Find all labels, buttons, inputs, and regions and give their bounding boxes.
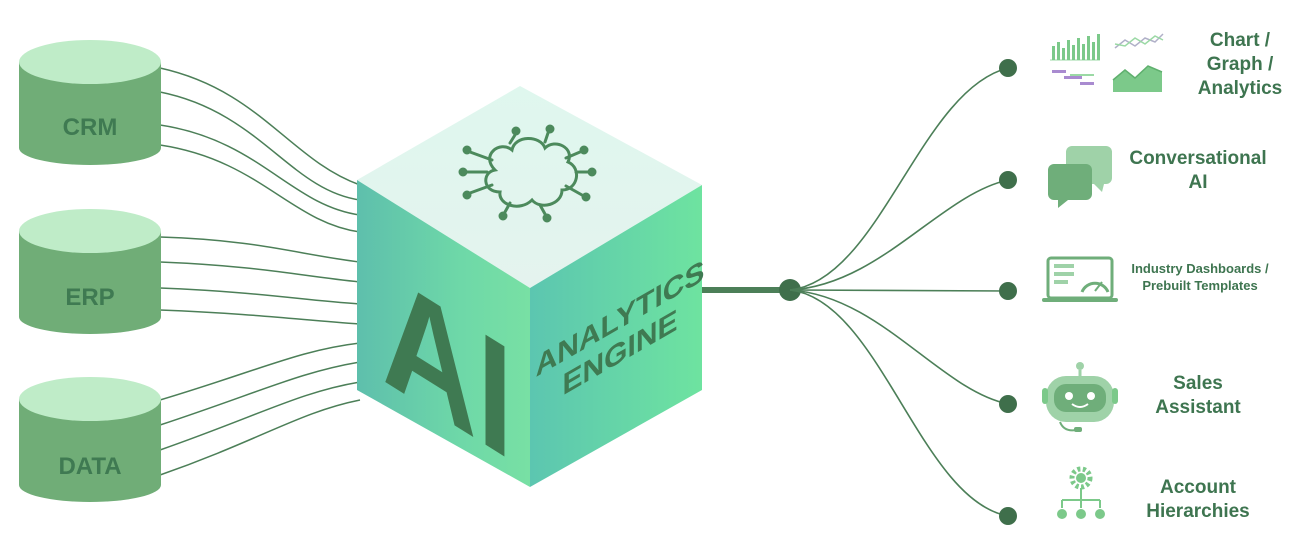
connector-line [159,67,361,186]
connector-line [159,261,361,283]
branch-node [999,395,1017,413]
cube-right-face [530,185,702,487]
branch-line [789,289,1009,405]
output-sales-assistant: Sales Assistant [1042,362,1241,432]
output-label-line: Account [1160,477,1237,498]
output-label-line: Prebuilt Templates [1142,278,1257,293]
output-label-line: Sales [1173,373,1223,394]
connector-line [159,236,361,263]
output-label-line: Assistant [1155,397,1241,418]
cube-front-face [357,180,530,487]
output-label-line: AI [1189,172,1208,193]
connector-line [159,309,361,325]
branch-line [789,289,1009,517]
cube-top-face [357,86,702,288]
output-label-line: Analytics [1198,78,1282,99]
database-crm: CRM [19,40,161,165]
connector-line [159,124,361,216]
output-label-line: Conversational [1129,148,1266,169]
brain-circuit-icon [458,124,597,223]
input-connectors [159,67,361,476]
connector-line [159,361,361,426]
analytics-engine-cube: AI ANALYTICS ENGINE [357,86,704,497]
branch-line [789,289,1009,292]
connector-line [159,381,361,451]
database-label: DATA [58,453,121,480]
database-label: ERP [65,284,114,311]
branch-line [789,67,1009,291]
robot-assistant-icon [1042,362,1118,432]
output-account-hierarchies: Account Hierarchies [1057,466,1250,522]
branch-node [999,507,1017,525]
branch-line [789,179,1009,291]
hierarchy-gear-icon [1057,466,1105,519]
branch-node [999,171,1017,189]
chat-bubbles-icon [1048,146,1112,208]
database-erp: ERP [19,209,161,334]
output-connectors [702,59,1017,525]
connector-line [159,144,361,233]
branch-node [999,59,1017,77]
database-label: CRM [63,114,118,141]
branch-node [999,282,1017,300]
connector-line [159,287,361,305]
connector-line [159,91,361,201]
output-chart-graph-analytics: Chart / Graph / Analytics [1050,30,1282,99]
chart-thumbnails-icon [1050,33,1164,92]
connector-line [159,399,361,476]
database-data: DATA [19,377,161,502]
output-industry-dashboards: Industry Dashboards / Prebuilt Templates [1042,256,1269,302]
output-label-line: Industry Dashboards / [1131,261,1269,276]
output-conversational-ai: Conversational AI [1048,146,1267,208]
laptop-dashboard-icon [1042,256,1118,302]
connector-line [159,342,361,401]
output-label-line: Chart / [1210,30,1271,51]
output-label-line: Graph / [1207,54,1274,75]
output-label-line: Hierarchies [1146,501,1250,522]
